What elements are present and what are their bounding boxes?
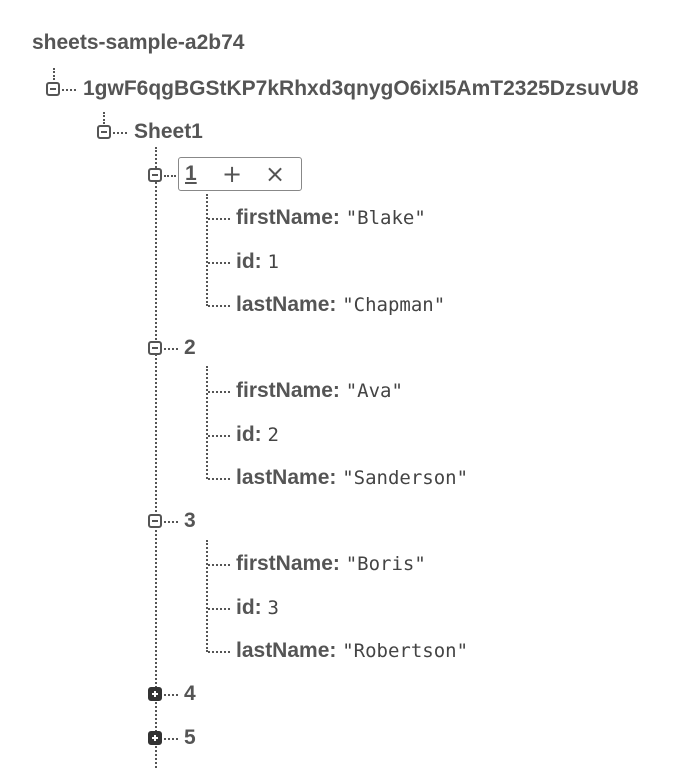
field-name: lastName xyxy=(236,639,330,662)
field-value: "Blake" xyxy=(345,207,426,229)
field-separator: : xyxy=(254,423,262,446)
field-name: id xyxy=(236,250,255,273)
delete-button[interactable]: × xyxy=(264,160,286,188)
field-separator: : xyxy=(332,206,340,229)
tree-connector xyxy=(164,348,178,350)
tree-connector xyxy=(208,478,230,480)
expand-icon[interactable] xyxy=(148,687,162,701)
collapse-icon[interactable] xyxy=(148,168,162,182)
field-separator: : xyxy=(254,250,262,273)
row-key[interactable]: 2 xyxy=(184,336,196,359)
field-name: firstName xyxy=(236,379,333,402)
field-row[interactable]: lastName: "Robertson" xyxy=(236,638,468,664)
field-separator: : xyxy=(332,379,340,402)
tree-connector xyxy=(62,89,76,91)
tree-connector xyxy=(208,262,230,264)
expand-icon[interactable] xyxy=(148,731,162,745)
tree-connector xyxy=(206,194,208,306)
tree-connector xyxy=(206,366,208,479)
tree-connector xyxy=(164,738,178,740)
document-key[interactable]: 1gwF6qgBGStKP7kRhxd3qnygO6ixI5AmT2325Dzs… xyxy=(83,77,639,100)
field-name: lastName xyxy=(236,293,330,316)
field-row[interactable]: id: 2 xyxy=(236,422,279,448)
collapse-icon[interactable] xyxy=(148,341,162,355)
tree-connector xyxy=(208,564,230,566)
field-value: "Robertson" xyxy=(342,640,469,662)
field-separator: : xyxy=(332,552,340,575)
tree-connector xyxy=(208,391,230,393)
field-value: 1 xyxy=(267,251,279,273)
row-key[interactable]: 3 xyxy=(184,509,196,532)
field-name: firstName xyxy=(236,206,333,229)
field-row[interactable]: lastName: "Chapman" xyxy=(236,292,445,318)
tree-connector xyxy=(155,147,157,768)
collapse-icon[interactable] xyxy=(46,82,60,96)
field-separator: : xyxy=(329,293,337,316)
row-key[interactable]: 5 xyxy=(184,726,196,749)
field-name: id xyxy=(236,596,255,619)
tree-connector xyxy=(53,68,55,80)
tree-connector xyxy=(164,521,178,523)
field-row[interactable]: firstName: "Ava" xyxy=(236,378,403,404)
tree-connector xyxy=(113,132,127,134)
database-root-title[interactable]: sheets-sample-a2b74 xyxy=(32,31,245,54)
field-separator: : xyxy=(254,596,262,619)
tree-connector xyxy=(164,694,178,696)
tree-connector xyxy=(164,175,176,177)
tree-connector xyxy=(208,608,230,610)
field-value: 3 xyxy=(267,597,279,619)
field-separator: : xyxy=(329,639,337,662)
field-row[interactable]: firstName: "Blake" xyxy=(236,205,426,231)
tree-connector xyxy=(208,218,230,220)
tree-connector xyxy=(103,112,105,124)
row-key[interactable]: 1 xyxy=(185,162,197,185)
field-separator: : xyxy=(329,466,337,489)
field-name: id xyxy=(236,423,255,446)
collapse-icon[interactable] xyxy=(148,514,162,528)
sheet-key[interactable]: Sheet1 xyxy=(134,120,203,143)
field-name: lastName xyxy=(236,466,330,489)
field-value: "Sanderson" xyxy=(342,467,469,489)
row-key[interactable]: 4 xyxy=(184,682,196,705)
tree-connector xyxy=(208,435,230,437)
field-row[interactable]: firstName: "Boris" xyxy=(236,551,426,577)
field-row[interactable]: id: 3 xyxy=(236,595,279,621)
tree-connector xyxy=(206,540,208,652)
tree-connector xyxy=(208,651,230,653)
field-row[interactable]: lastName: "Sanderson" xyxy=(236,465,468,491)
collapse-icon[interactable] xyxy=(97,125,111,139)
tree-connector xyxy=(208,305,230,307)
field-value: "Chapman" xyxy=(342,294,446,316)
field-value: "Boris" xyxy=(345,553,426,575)
field-row[interactable]: id: 1 xyxy=(236,249,279,275)
field-value: "Ava" xyxy=(345,380,403,402)
field-name: firstName xyxy=(236,552,333,575)
row-edit-box[interactable]: 1 + × xyxy=(178,157,302,191)
field-value: 2 xyxy=(267,424,279,446)
add-child-button[interactable]: + xyxy=(221,160,243,188)
